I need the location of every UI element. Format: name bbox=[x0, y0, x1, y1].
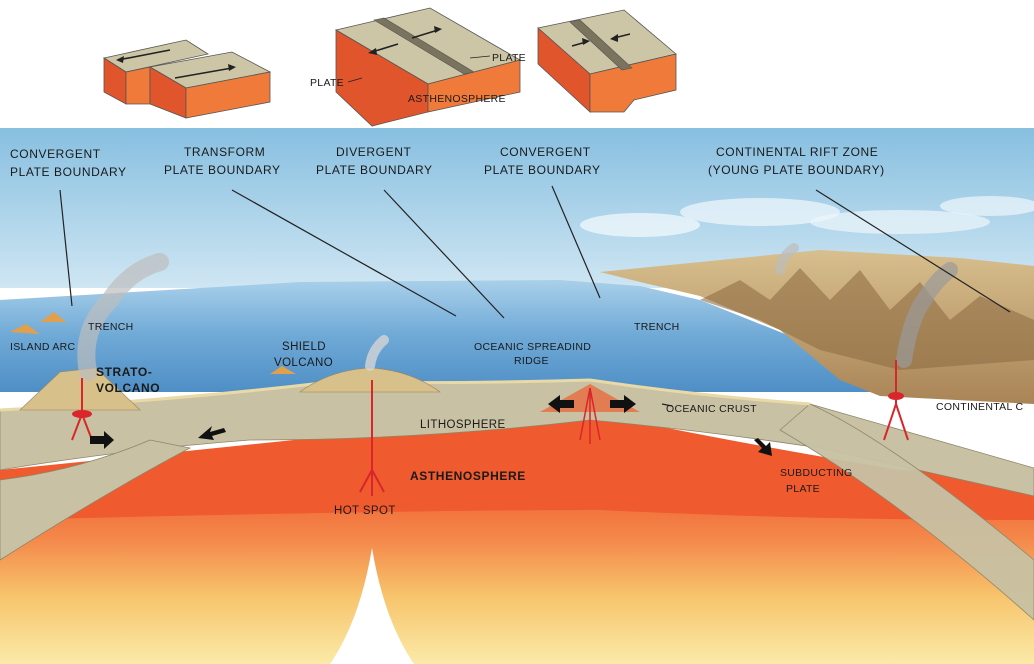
asthenosphere-label: ASTHENOSPHERE bbox=[410, 469, 526, 483]
island-arc-label: ISLAND ARC bbox=[10, 341, 76, 353]
convergent-block-model bbox=[538, 10, 676, 112]
asthenosphere-block-label: ASTHENOSPHERE bbox=[408, 93, 506, 105]
convergent-boundary-left-line2: PLATE BOUNDARY bbox=[10, 165, 127, 179]
plate-label-left: PLATE bbox=[310, 77, 344, 89]
shield-volcano-line2: VOLCANO bbox=[274, 357, 333, 369]
ridge-label-line2: RIDGE bbox=[514, 355, 549, 367]
transform-boundary-line2: PLATE BOUNDARY bbox=[164, 163, 281, 177]
convergent-boundary-mid-line1: CONVERGENT bbox=[500, 145, 591, 159]
hot-spot-label: HOT SPOT bbox=[334, 505, 396, 517]
rift-zone-line1: CONTINENTAL RIFT ZONE bbox=[716, 145, 878, 159]
divergent-block-model bbox=[336, 8, 520, 126]
subducting-plate-line1: SUBDUCTING bbox=[780, 467, 852, 479]
divergent-boundary-line1: DIVERGENT bbox=[336, 145, 411, 159]
trench-right-label: TRENCH bbox=[634, 321, 680, 333]
rift-zone-line2: (YOUNG PLATE BOUNDARY) bbox=[708, 163, 885, 177]
trench-left-label: TRENCH bbox=[88, 321, 134, 333]
transform-boundary-line1: TRANSFORM bbox=[184, 145, 265, 159]
convergent-boundary-left-line1: CONVERGENT bbox=[10, 147, 101, 161]
continental-crust-label: CONTINENTAL C bbox=[936, 401, 1023, 413]
subducting-plate-line2: PLATE bbox=[786, 483, 820, 495]
cross-section bbox=[0, 128, 1034, 664]
strato-volcano-line1: STRATO- bbox=[96, 365, 152, 379]
lithosphere-label: LITHOSPHERE bbox=[420, 419, 506, 431]
shield-volcano-line1: SHIELD bbox=[282, 341, 326, 353]
strato-volcano-line2: VOLCANO bbox=[96, 381, 160, 395]
ridge-label-line1: OCEANIC SPREADIND bbox=[474, 341, 591, 353]
plate-label-right: PLATE bbox=[492, 52, 526, 64]
divergent-boundary-line2: PLATE BOUNDARY bbox=[316, 163, 433, 177]
convergent-boundary-mid-line2: PLATE BOUNDARY bbox=[484, 163, 601, 177]
oceanic-crust-label: OCEANIC CRUST bbox=[666, 403, 757, 415]
transform-block-model bbox=[104, 40, 270, 118]
